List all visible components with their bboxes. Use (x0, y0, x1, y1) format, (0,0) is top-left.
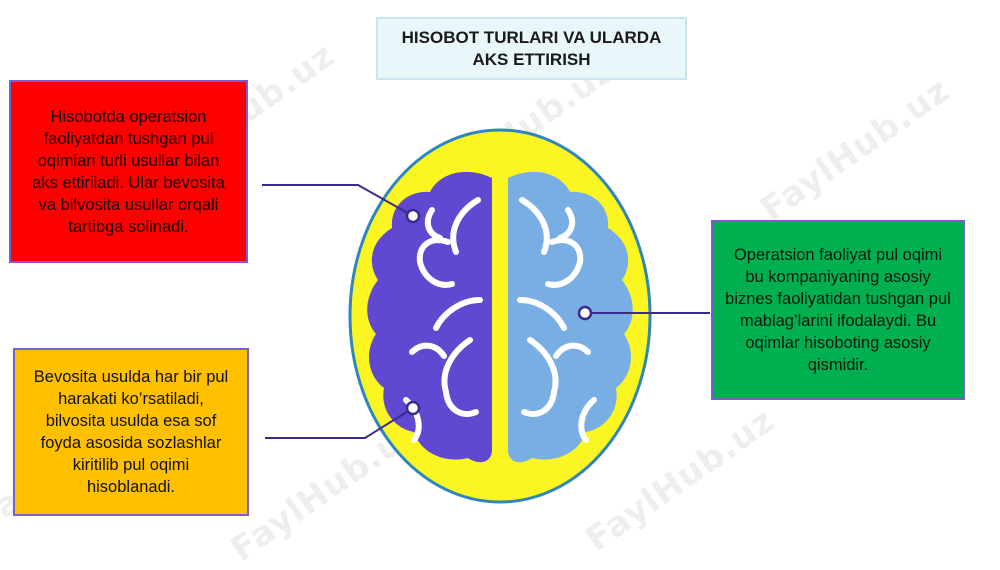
note-top-left-text: Hisobotda operatsion faoliyatdan tushgan… (32, 107, 225, 236)
brain-right-hemisphere (508, 171, 633, 463)
brain-right-folds (517, 197, 597, 443)
connector-bottom-left (265, 407, 414, 439)
brain-left-hemisphere (367, 171, 492, 463)
note-bottom-left: Bevosita usulda har bir pul harakati ko’… (13, 348, 249, 516)
connector-lines (262, 184, 710, 439)
note-top-left: Hisobotda operatsion faoliyatdan tushgan… (9, 80, 248, 263)
dot-right (577, 305, 593, 321)
note-bottom-left-text: Bevosita usulda har bir pul harakati ko’… (33, 368, 229, 496)
dot-top-left (405, 208, 421, 224)
page-title: HISOBOT TURLARI VA ULARDA AKS ETTIRISH (376, 17, 687, 80)
connector-dots (405, 208, 593, 416)
page-title-text: HISOBOT TURLARI VA ULARDA AKS ETTIRISH (401, 27, 662, 69)
note-right-text: Operatsion faoliyat pul oqimi bu kompani… (725, 246, 951, 374)
brain-left-folds (403, 197, 483, 443)
note-right: Operatsion faoliyat pul oqimi bu kompani… (711, 220, 965, 400)
connector-top-left (262, 184, 414, 217)
dot-bottom-left (405, 400, 421, 416)
